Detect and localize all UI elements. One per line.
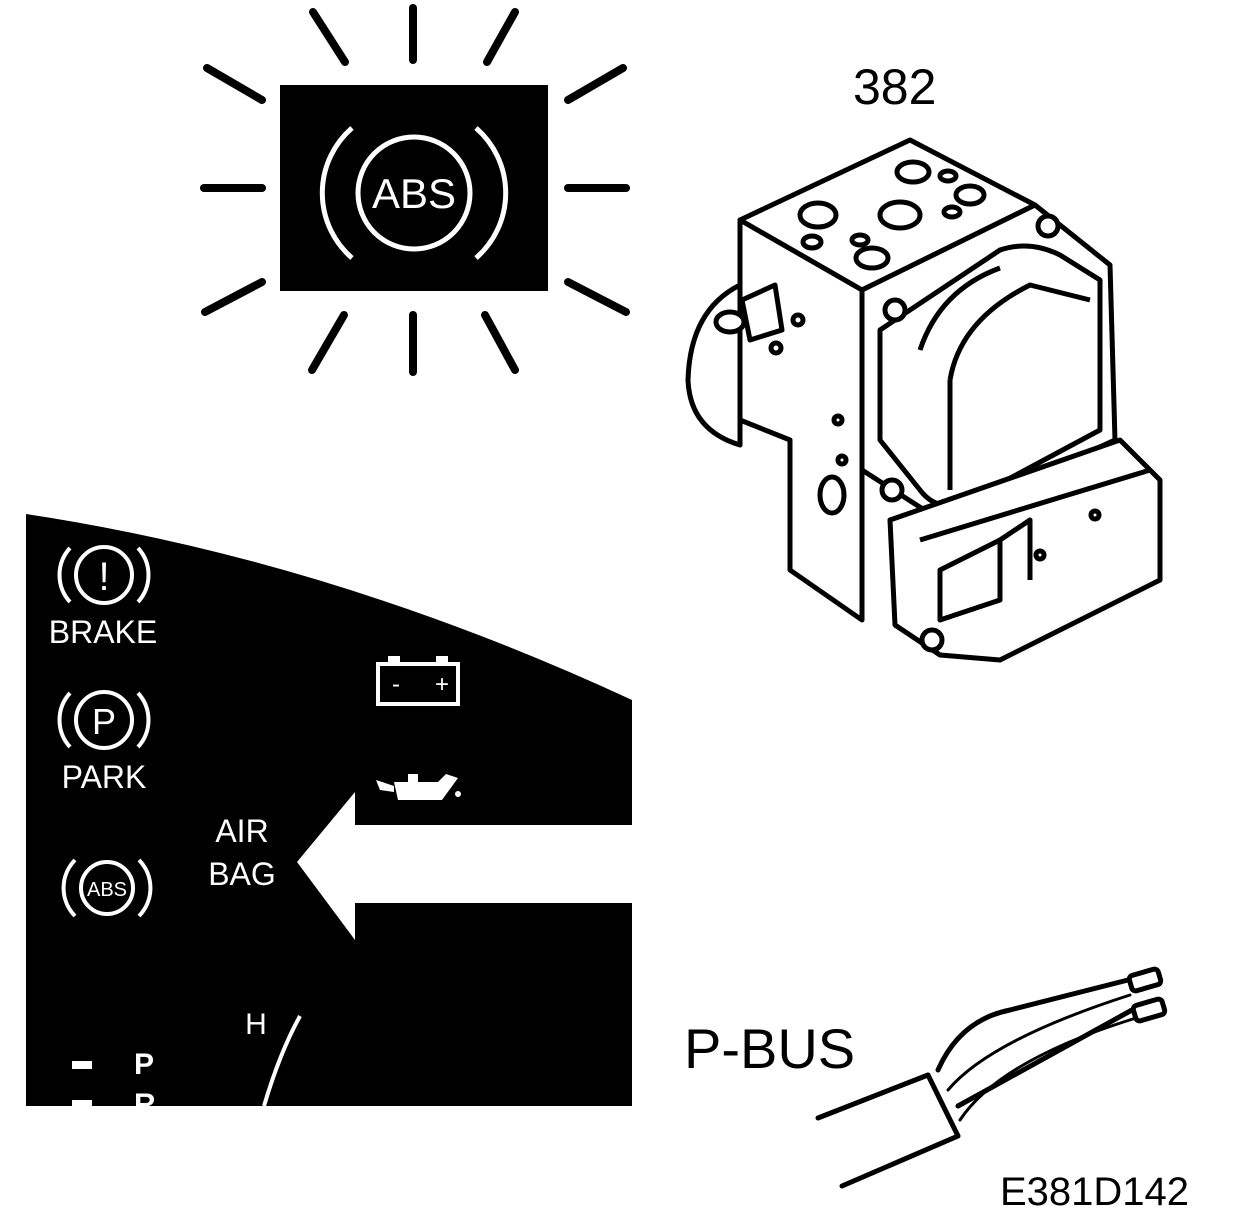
cluster-panel (26, 514, 632, 1106)
port-9 (937, 168, 959, 184)
battery-plus: + (435, 671, 449, 698)
ecu-screw-4 (919, 627, 945, 653)
port-6 (941, 204, 963, 220)
park-brake-icon (74, 690, 134, 750)
figure-code: E381D142 (1000, 1170, 1190, 1214)
abs-circle-icon (355, 134, 473, 252)
cluster-abs-text: ABS (87, 879, 127, 901)
port-7 (800, 233, 824, 251)
battery-icon: - + (376, 656, 460, 706)
port-1 (894, 159, 932, 185)
instrument-cluster: ! BRAKE P PARK ABS AIR BAG - + (26, 514, 632, 1121)
port-5 (953, 183, 987, 207)
wire-lower (839, 1133, 961, 1189)
abs-left-arc-icon (319, 126, 354, 260)
ecu-screw-2 (1035, 213, 1061, 239)
gear-p-indicator (72, 1061, 92, 1069)
park-symbol: P (92, 701, 116, 742)
port-2 (877, 199, 923, 231)
wire-upper (815, 1072, 931, 1121)
battery-minus: - (392, 671, 400, 698)
ecu-screw-1 (882, 297, 908, 323)
brake-symbol: ! (98, 555, 109, 599)
cable-sheath-top (935, 977, 1131, 1073)
pbus-connector (815, 966, 1168, 1189)
control-unit-number: 382 (853, 59, 936, 115)
gear-r-indicator (72, 1100, 92, 1106)
ecu-cover (877, 243, 1103, 509)
pin-1 (1126, 966, 1164, 994)
connector-shell (925, 1072, 961, 1139)
lamp-abs-text: ABS (372, 170, 456, 217)
airbag-line2: BAG (208, 856, 276, 892)
oil-pressure-icon (376, 774, 461, 800)
airbag-line1: AIR (215, 813, 268, 849)
lamp-rays (200, 4, 630, 376)
pbus-label: P-BUS (684, 1017, 856, 1080)
pump-motor (685, 282, 743, 448)
abs-right-arc-icon (474, 126, 509, 260)
park-label: PARK (62, 759, 147, 795)
brake-warning-icon (74, 545, 134, 605)
cluster-abs-icon (79, 860, 135, 916)
brake-label: BRAKE (49, 614, 157, 650)
port-3 (797, 200, 839, 230)
ecu-screw-3 (879, 477, 905, 503)
fitting-nut (713, 309, 747, 335)
temp-gauge-arc (262, 1015, 302, 1107)
gear-p-label: P (134, 1048, 154, 1081)
temp-h-label: H (245, 1008, 267, 1041)
abs-warning-lamp: ABS (200, 4, 630, 376)
pin-2 (1130, 996, 1168, 1024)
abs-control-unit (685, 137, 1163, 663)
port-8 (849, 232, 871, 248)
port-4 (853, 245, 891, 271)
fitting-icon (739, 282, 785, 343)
